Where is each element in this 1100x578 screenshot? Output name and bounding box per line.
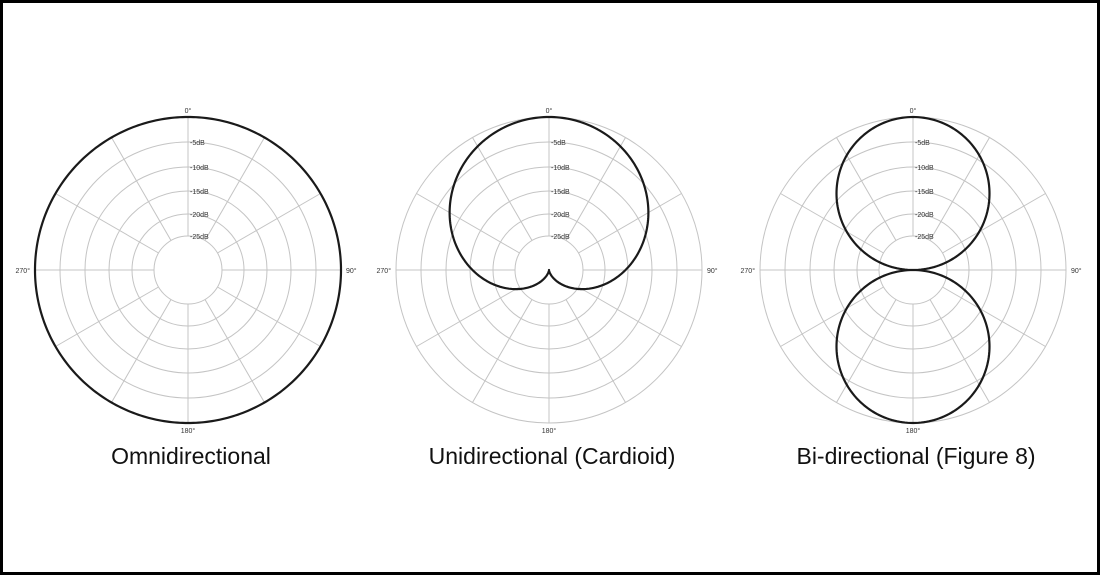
- db-label: -25dB: [551, 234, 570, 241]
- angle-label-right: 90°: [707, 267, 718, 275]
- grid-spoke: [780, 193, 884, 254]
- db-label: -20dB: [190, 212, 209, 219]
- db-label: -15dB: [915, 189, 934, 196]
- grid-spoke: [416, 193, 520, 254]
- db-label: -10dB: [915, 165, 934, 172]
- angle-label-bottom: 180°: [542, 427, 557, 435]
- polar-pattern-cardioid: [448, 115, 650, 291]
- db-label: -25dB: [190, 234, 209, 241]
- db-label: -5dB: [915, 140, 930, 147]
- panel-omnidirectional: -5dB -10dB -15dB -20dB -25dB 0° 90° 180° 270° Om…: [8, 3, 374, 578]
- caption-omnidirectional: Omnidirectional: [111, 443, 271, 469]
- db-label: -15dB: [551, 189, 570, 196]
- grid-spoke: [929, 137, 990, 241]
- grid-spoke: [565, 299, 626, 403]
- grid-spoke: [111, 299, 172, 403]
- db-label: -15dB: [190, 189, 209, 196]
- polar-pattern-figure8: [835, 115, 991, 425]
- grid-spoke: [472, 299, 533, 403]
- db-label: -10dB: [190, 165, 209, 172]
- angle-label-left: 270°: [16, 267, 31, 275]
- grid-spoke: [942, 193, 1046, 254]
- grid-spoke: [217, 193, 321, 254]
- polar-plot-figure-8: -5dB -10dB -15dB -20dB -25dB 0° 90° 180° 270°: [741, 107, 1082, 435]
- angle-label-top: 0°: [185, 107, 192, 115]
- grid-spoke: [111, 137, 172, 241]
- caption-figure-8: Bi-directional (Figure 8): [796, 443, 1036, 469]
- grid-spoke: [578, 286, 682, 347]
- grid-spoke: [217, 286, 321, 347]
- db-label: -20dB: [915, 212, 934, 219]
- angle-label-right: 90°: [346, 267, 357, 275]
- grid-spoke: [565, 137, 626, 241]
- grid-spoke: [780, 286, 884, 347]
- grid-spoke: [836, 299, 897, 403]
- polar-plot-omnidirectional: -5dB -10dB -15dB -20dB -25dB 0° 90° 180° 270°: [16, 107, 357, 435]
- panel-cardioid: -5dB -10dB -15dB -20dB -25dB 0° 90° 180° 270° Un…: [369, 3, 735, 578]
- angle-label-top: 0°: [910, 107, 917, 115]
- grid-spoke: [578, 193, 682, 254]
- grid-spoke: [55, 286, 159, 347]
- angle-label-left: 270°: [741, 267, 756, 275]
- angle-label-bottom: 180°: [181, 427, 196, 435]
- grid-spoke: [204, 137, 265, 241]
- grid-spoke: [472, 137, 533, 241]
- grid-spoke: [836, 137, 897, 241]
- grid-spoke: [929, 299, 990, 403]
- caption-cardioid: Unidirectional (Cardioid): [428, 443, 676, 469]
- panel-figure-8: -5dB -10dB -15dB -20dB -25dB 0° 90° 180° 270° Bi…: [733, 3, 1099, 578]
- grid-spoke: [204, 299, 265, 403]
- db-label: -5dB: [551, 140, 566, 147]
- db-label: -25dB: [915, 234, 934, 241]
- angle-label-top: 0°: [546, 107, 553, 115]
- grid-spoke: [416, 286, 520, 347]
- angle-label-left: 270°: [377, 267, 392, 275]
- db-label: -5dB: [190, 140, 205, 147]
- angle-label-right: 90°: [1071, 267, 1082, 275]
- polar-pattern-omni: [33, 115, 343, 425]
- db-label: -20dB: [551, 212, 570, 219]
- polar-plot-cardioid: -5dB -10dB -15dB -20dB -25dB 0° 90° 180° 270°: [377, 107, 718, 435]
- angle-label-bottom: 180°: [906, 427, 921, 435]
- grid-spoke: [942, 286, 1046, 347]
- grid-spoke: [55, 193, 159, 254]
- db-label: -10dB: [551, 165, 570, 172]
- grid-ring: [153, 235, 223, 305]
